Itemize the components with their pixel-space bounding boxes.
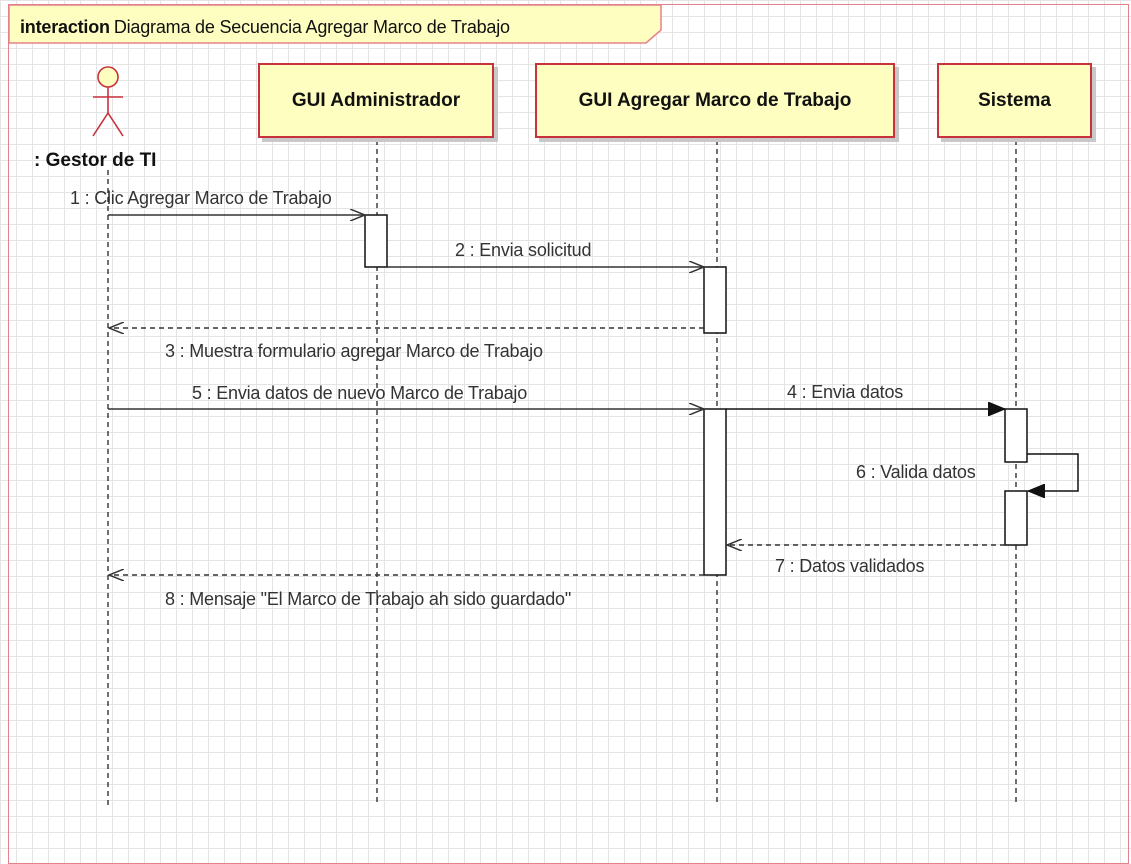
lifeline-sistema-label: Sistema — [978, 89, 1051, 111]
lifeline-gui-administrador-label: GUI Administrador — [291, 89, 461, 111]
message-6-label: 6 : Valida datos — [856, 462, 976, 482]
actor-figure — [92, 66, 124, 137]
activation-gui-agregar-1 — [703, 266, 727, 334]
lifeline-gui-administrador: GUI Administrador — [258, 63, 494, 138]
frame-name: Diagrama de Secuencia Agregar Marco de T… — [113, 17, 510, 37]
lifeline-sistema: Sistema — [937, 63, 1092, 138]
message-5-label: 5 : Envia datos de nuevo Marco de Trabaj… — [192, 383, 528, 403]
message-2-label: 2 : Envia solicitud — [455, 240, 592, 260]
activation-sistema-2 — [1004, 490, 1028, 546]
lifeline-gui-agregar-marco-label: GUI Agregar Marco de Trabajo — [578, 89, 852, 111]
activation-gui-agregar-2 — [703, 408, 727, 576]
message-7-label: 7 : Datos validados — [775, 556, 925, 576]
message-3-label: 3 : Muestra formulario agregar Marco de … — [165, 341, 543, 361]
activation-sistema-1 — [1004, 408, 1028, 463]
lifeline-gui-agregar-marco: GUI Agregar Marco de Trabajo — [535, 63, 895, 138]
frame-keyword: interaction — [20, 17, 110, 37]
message-4-label: 4 : Envia datos — [787, 382, 904, 402]
message-1-label: 1 : Clic Agregar Marco de Trabajo — [70, 188, 332, 208]
message-6-arrow — [1027, 453, 1079, 491]
message-8-label: 8 : Mensaje "El Marco de Trabajo ah sido… — [165, 589, 572, 609]
activation-gui-administrador — [364, 214, 388, 268]
actor-label: : Gestor de TI — [34, 150, 157, 171]
